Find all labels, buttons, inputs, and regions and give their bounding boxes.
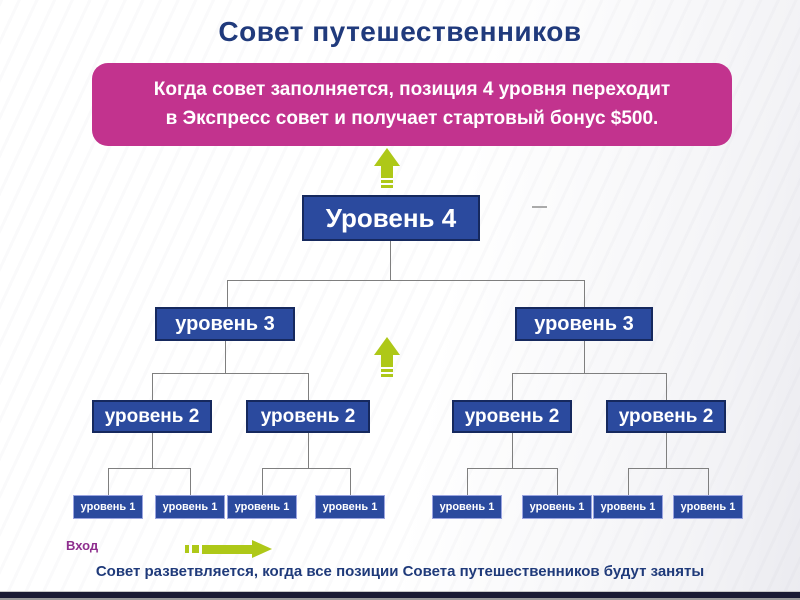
up-arrow-head bbox=[374, 337, 400, 355]
level2-node-3: уровень 2 bbox=[452, 400, 572, 433]
up-arrow-shaft bbox=[381, 355, 393, 367]
connector-line bbox=[227, 280, 228, 307]
entry-arrow-dash bbox=[185, 545, 189, 553]
connector-line bbox=[467, 468, 557, 469]
level1-node-5: уровень 1 bbox=[432, 495, 502, 519]
bottom-divider-gray bbox=[0, 598, 800, 600]
connector-line bbox=[262, 468, 263, 495]
connector-line bbox=[152, 373, 153, 400]
connector-line bbox=[708, 468, 709, 495]
connector-line bbox=[308, 373, 309, 400]
level2-node-1: уровень 2 bbox=[92, 400, 212, 433]
level2-node-4: уровень 2 bbox=[606, 400, 726, 433]
entry-arrow-head bbox=[252, 540, 272, 558]
connector-line bbox=[512, 373, 666, 374]
stray-dash-mark bbox=[532, 206, 547, 208]
connector-line bbox=[557, 468, 558, 495]
connector-line bbox=[390, 241, 391, 280]
entry-arrow-shaft bbox=[202, 544, 252, 554]
up-arrow-stripe bbox=[381, 369, 393, 372]
connector-line bbox=[584, 280, 585, 307]
callout-line-2: в Экспресс совет и получает стартовый бо… bbox=[165, 107, 659, 129]
level1-node-1: уровень 1 bbox=[73, 495, 143, 519]
level1-node-4: уровень 1 bbox=[315, 495, 385, 519]
connector-line bbox=[190, 468, 191, 495]
connector-line bbox=[225, 341, 226, 373]
level1-node-8: уровень 1 bbox=[673, 495, 743, 519]
callout-line-1: Когда совет заполняется, позиция 4 уровн… bbox=[153, 79, 671, 100]
level2-node-2: уровень 2 bbox=[246, 400, 370, 433]
up-arrow-shaft bbox=[381, 166, 393, 178]
entry-label: Вход bbox=[66, 538, 99, 553]
connector-line bbox=[152, 433, 153, 468]
connector-line bbox=[350, 468, 351, 495]
connector-line bbox=[308, 433, 309, 468]
up-arrow-icon bbox=[374, 148, 400, 188]
page-title: Совет путешественников bbox=[218, 16, 582, 47]
level1-node-7: уровень 1 bbox=[593, 495, 663, 519]
up-arrow-stripe bbox=[381, 374, 393, 377]
connector-line bbox=[666, 433, 667, 468]
connector-line bbox=[512, 373, 513, 400]
connector-line bbox=[108, 468, 190, 469]
level3-node-left: уровень 3 bbox=[155, 307, 295, 341]
bottom-divider-light bbox=[0, 591, 800, 592]
connector-line bbox=[108, 468, 109, 495]
connector-line bbox=[584, 341, 585, 373]
connector-line bbox=[628, 468, 708, 469]
bottom-divider-dark bbox=[0, 592, 800, 598]
connector-line bbox=[227, 280, 585, 281]
footer-caption: Совет разветвляется, когда все позиции С… bbox=[95, 563, 705, 580]
up-arrow-head bbox=[374, 148, 400, 166]
connector-line bbox=[467, 468, 468, 495]
entry-arrow-icon bbox=[185, 540, 272, 558]
level1-node-3: уровень 1 bbox=[227, 495, 297, 519]
connector-line bbox=[512, 433, 513, 468]
up-arrow-stripe bbox=[381, 180, 393, 183]
up-arrow-icon bbox=[374, 337, 400, 377]
connector-line bbox=[262, 468, 350, 469]
entry-arrow-dash bbox=[192, 545, 199, 553]
connector-line bbox=[152, 373, 308, 374]
level4-node: Уровень 4 bbox=[302, 195, 480, 241]
level1-node-2: уровень 1 bbox=[155, 495, 225, 519]
connector-line bbox=[628, 468, 629, 495]
up-arrow-stripe bbox=[381, 185, 393, 188]
level1-node-6: уровень 1 bbox=[522, 495, 592, 519]
callout-banner: Когда совет заполняется, позиция 4 уровн… bbox=[92, 63, 732, 146]
connector-line bbox=[666, 373, 667, 400]
level3-node-right: уровень 3 bbox=[515, 307, 653, 341]
